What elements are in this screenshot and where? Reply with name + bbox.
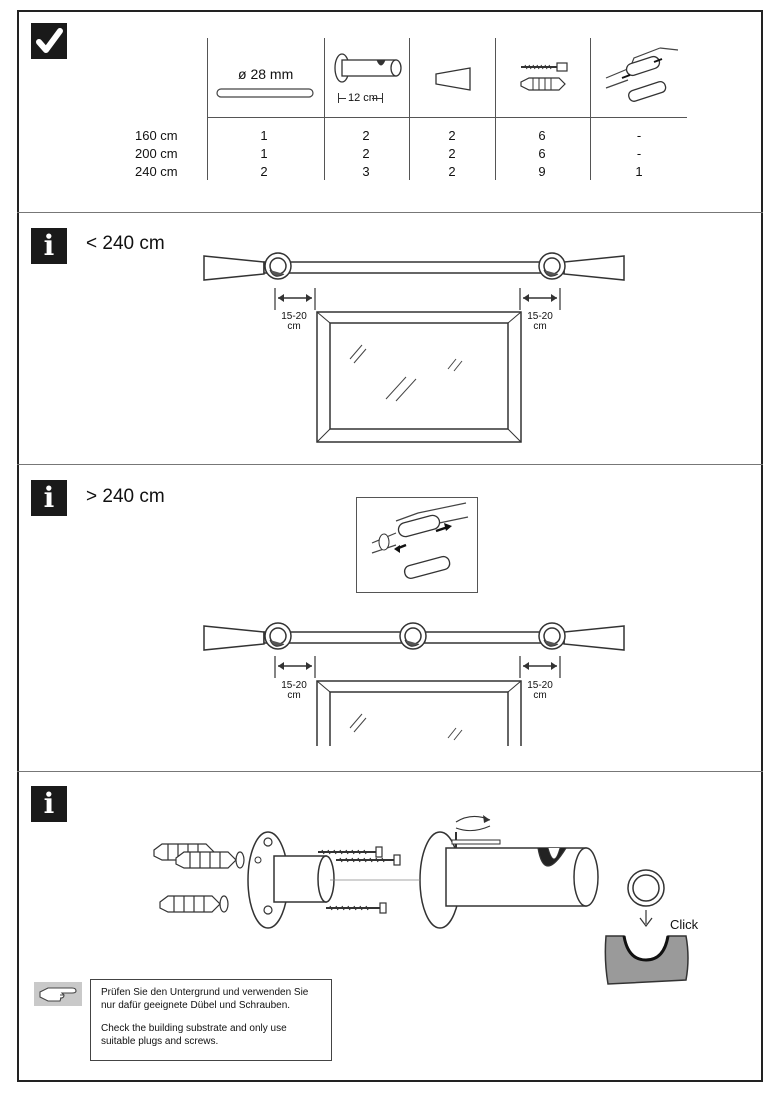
window-frame-small (316, 311, 522, 443)
cell-finials-160: 2 (448, 128, 456, 143)
bracket-size-label: 12 cm (348, 92, 378, 104)
info-badge-small: i (31, 228, 67, 264)
screw-and-plug-icon (520, 62, 568, 91)
cell-rods-200: 1 (260, 146, 268, 161)
cell-brackets-160: 2 (362, 128, 370, 143)
cell-rods-240: 2 (260, 164, 268, 179)
dim-right-unit-small: cm (533, 321, 547, 332)
heading-greater-than-240: > 240 cm (86, 486, 165, 507)
note-english: Check the building substrate and only us… (101, 1023, 287, 1047)
curtain-rod-two-brackets (203, 252, 625, 281)
dim-right-unit-large: cm (533, 690, 547, 701)
row-length-240: 240 cm (135, 164, 178, 179)
dim-left-unit-small: cm (287, 321, 301, 332)
info-badge-large: i (31, 480, 67, 516)
note-hint-badge (34, 982, 82, 1006)
window-frame-large (316, 680, 522, 746)
cell-rods-160: 1 (260, 128, 268, 143)
heading-less-than-240: < 240 cm (86, 233, 165, 254)
checkmark-icon (36, 28, 63, 53)
cell-screws-160: 6 (538, 128, 546, 143)
cell-brackets-240: 3 (362, 164, 370, 179)
finial-icon (435, 67, 471, 91)
connector-detail-box (356, 497, 478, 593)
dim-right-small: 15-20 (527, 311, 553, 322)
curtain-rod-three-brackets (203, 622, 625, 651)
info-icon: i (43, 229, 55, 262)
dimension-arrows-small (274, 288, 561, 310)
bracket-icon (334, 53, 402, 83)
cell-screws-240: 9 (538, 164, 546, 179)
dim-left-large: 15-20 (281, 680, 307, 691)
rod-diameter-label: ø 28 mm (238, 66, 294, 82)
click-label: Click (670, 917, 699, 932)
dim-left-unit-large: cm (287, 690, 301, 701)
pointing-hand-icon (39, 987, 77, 1002)
cell-connectors-160: - (636, 128, 642, 143)
cell-connectors-240: 1 (635, 164, 643, 179)
dim-left-small: 15-20 (281, 311, 307, 322)
info-icon: i (43, 787, 55, 820)
cell-connectors-200: - (636, 146, 642, 161)
dim-right-large: 15-20 (527, 680, 553, 691)
cell-brackets-200: 2 (362, 146, 370, 161)
mounting-exploded-diagram (153, 815, 599, 929)
info-icon: i (43, 481, 55, 514)
rod-icon (216, 88, 314, 98)
cell-finials-200: 2 (448, 146, 456, 161)
note-german: Prüfen Sie den Untergrund und verwenden … (101, 987, 309, 1011)
cell-finials-240: 2 (448, 164, 456, 179)
dimension-arrows-large (274, 656, 561, 678)
page-frame (17, 10, 763, 1082)
row-length-200: 200 cm (135, 146, 178, 161)
connector-icon (605, 47, 679, 102)
checkmark-badge (31, 23, 67, 59)
cell-screws-200: 6 (538, 146, 546, 161)
info-badge-mount: i (31, 786, 67, 822)
click-detail (604, 869, 689, 985)
substrate-note: Prüfen Sie den Untergrund und verwenden … (90, 979, 332, 1061)
row-length-160: 160 cm (135, 128, 178, 143)
